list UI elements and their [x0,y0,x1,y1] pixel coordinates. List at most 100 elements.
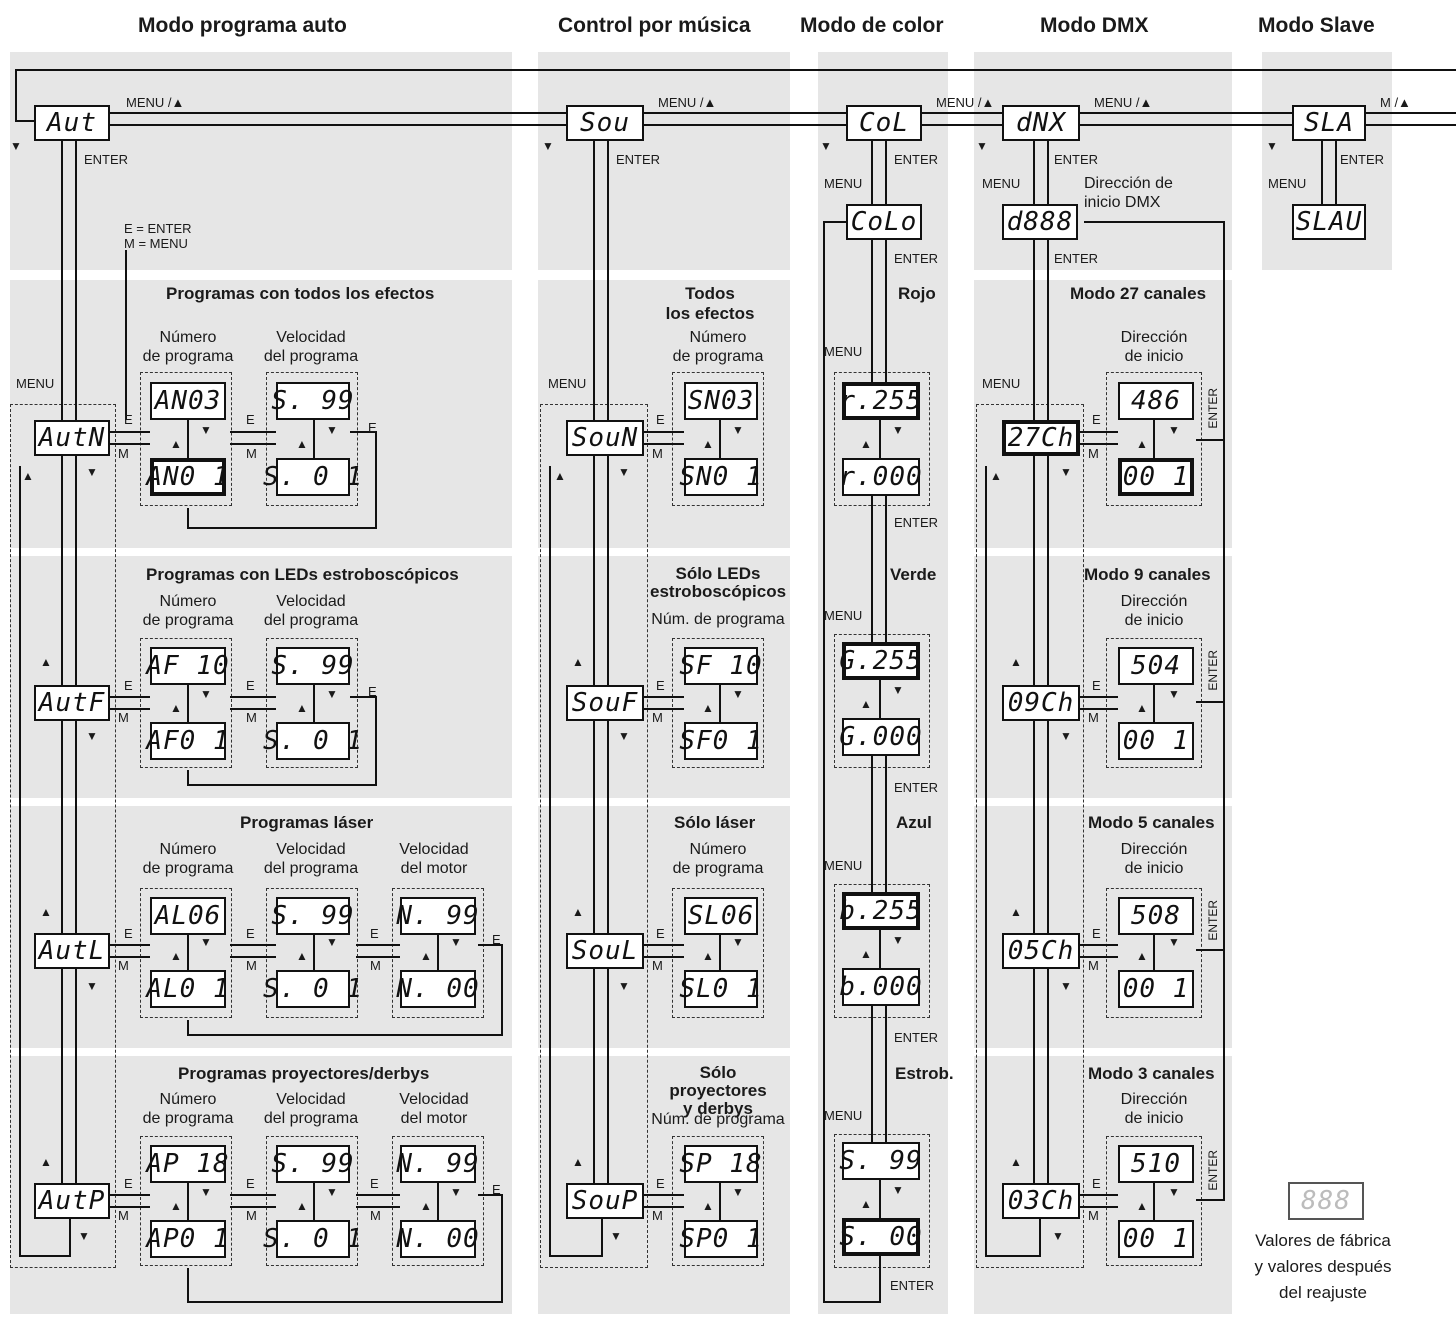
display-motor00-3: N. 00 [396,970,479,1008]
menu-up-label-music: MENU /▲ [658,95,717,110]
enter-label-dmx: ENTER [1054,152,1099,167]
up-arrow-icon: ▲ [40,655,52,669]
display-soup: SouP [566,1183,644,1219]
display-sp01: SP0 1 [679,1220,762,1258]
display-al01: AL0 1 [146,970,229,1008]
display-sl01: SL0 1 [679,970,762,1008]
section-5ch: Modo 5 canales [1088,813,1215,832]
display-g255: G.255 [839,642,922,680]
up-arrow-icon: ▲ [702,949,714,963]
down-arrow-icon: ▼ [200,1185,212,1199]
up-arrow-icon: ▲ [572,655,584,669]
up-arrow-icon: ▲ [1010,1155,1022,1169]
dash-st [834,1134,930,1268]
down-arrow-icon: ▼ [732,423,744,437]
up-arrow-icon: ▲ [1136,701,1148,715]
up-arrow-icon: ▲ [420,949,432,963]
e-label: E [124,678,133,693]
dash-am4 [392,1136,484,1266]
up-arrow-icon: ▲ [40,1155,52,1169]
down-arrow-icon: ▼ [326,1185,338,1199]
down-arrow-icon: ▼ [1060,465,1072,479]
display-sn03: SN03 [684,382,758,420]
enter-label-red: ENTER [894,515,939,530]
display-strobe00: S. 00 [839,1218,922,1256]
label-music-prog-num-2: Núm. de programa [651,611,785,628]
up-arrow-icon: ▲ [860,947,872,961]
section-music-strobe: Sólo LEDs estroboscópicos [650,564,787,601]
dash-d5 [1106,888,1202,1018]
dash-b [834,884,930,1018]
up-arrow-icon: ▲ [170,1199,182,1213]
display-soul: SouL [566,933,644,969]
display-motor99-4: N. 99 [396,1145,479,1183]
display-speed01-1: S. 0 1 [263,458,362,496]
m-label: M [246,958,257,973]
e-label: E [124,926,133,941]
down-arrow-icon: ▼ [450,1185,462,1199]
down-arrow-icon: ▼ [1168,423,1180,437]
down-arrow-icon: ▼ [892,423,904,437]
display-col: CoL [846,105,922,141]
menu-label-dmx2: MENU [982,376,1021,391]
display-addr510: 510 [1118,1145,1194,1183]
label-music-prog-num-1: Número de programa [672,329,764,365]
down-arrow-icon: ▼ [1266,139,1278,153]
header-color-mode: Modo de color [800,14,944,37]
section-music-laser: Sólo láser [674,813,756,832]
menu-up-label-color: MENU /▲ [936,95,995,110]
legend-e: E = ENTER [124,221,192,236]
e-label: E [124,412,133,427]
m-label: M [118,710,129,725]
dash-sl [672,888,764,1018]
e-label: E [656,412,665,427]
display-colo: CoLo [846,204,922,240]
down-arrow-icon: ▼ [732,1185,744,1199]
label-prog-speed-4: Velocidad del programa [263,1091,359,1127]
up-arrow-icon: ▲ [572,1155,584,1169]
display-sf01: SF0 1 [679,722,762,760]
label-start-addr-2: Dirección de inicio [1120,593,1188,629]
down-arrow-icon: ▼ [1052,1229,1064,1243]
display-09ch: 09Ch [1002,685,1080,721]
down-arrow-icon: ▼ [892,1183,904,1197]
up-arrow-icon: ▲ [1010,905,1022,919]
down-arrow-icon: ▼ [78,1229,90,1243]
display-sl06: SL06 [684,897,758,935]
display-speed99-1: S. 99 [271,382,354,420]
enter-vertical-9: ENTER [1206,650,1220,691]
display-aut: Aut [34,105,110,141]
up-arrow-icon: ▲ [860,1197,872,1211]
e-label: E [1092,926,1101,941]
dash-dmx-loop [976,404,1084,1268]
e-label: E [246,1176,255,1191]
up-arrow-icon: ▲ [170,437,182,451]
e-label: E [1092,412,1101,427]
e-label: E [656,678,665,693]
up-arrow-icon: ▲ [1136,437,1148,451]
display-addr486: 486 [1118,382,1194,420]
e-label: E [656,926,665,941]
panel-auto-1 [10,280,512,548]
down-arrow-icon: ▼ [618,729,630,743]
display-g000: G.000 [839,718,922,756]
display-addr504: 504 [1118,647,1194,685]
dash-af [140,638,232,768]
label-prog-num-1: Número de programa [142,329,234,365]
display-strobe99: S. 99 [839,1142,922,1180]
display-af01: AF0 1 [146,722,229,760]
display-05ch: 05Ch [1002,933,1080,969]
enter-label-green: ENTER [894,780,939,795]
dash-sp [672,1136,764,1266]
display-speed01-3: S. 0 1 [263,970,362,1008]
menu-up-label-slave: M /▲ [1380,95,1411,110]
display-slau: SLAU [1292,204,1366,240]
up-arrow-icon: ▲ [1010,655,1022,669]
menu-label-color: MENU [824,176,863,191]
up-arrow-icon: ▲ [702,1199,714,1213]
display-d888: d888 [1002,204,1078,240]
label-prog-num-3: Número de programa [142,841,234,877]
section-strobe-leds: Programas con LEDs estroboscópicos [146,565,459,584]
menu-label-slave: MENU [1268,176,1307,191]
m-label: M [1088,446,1099,461]
